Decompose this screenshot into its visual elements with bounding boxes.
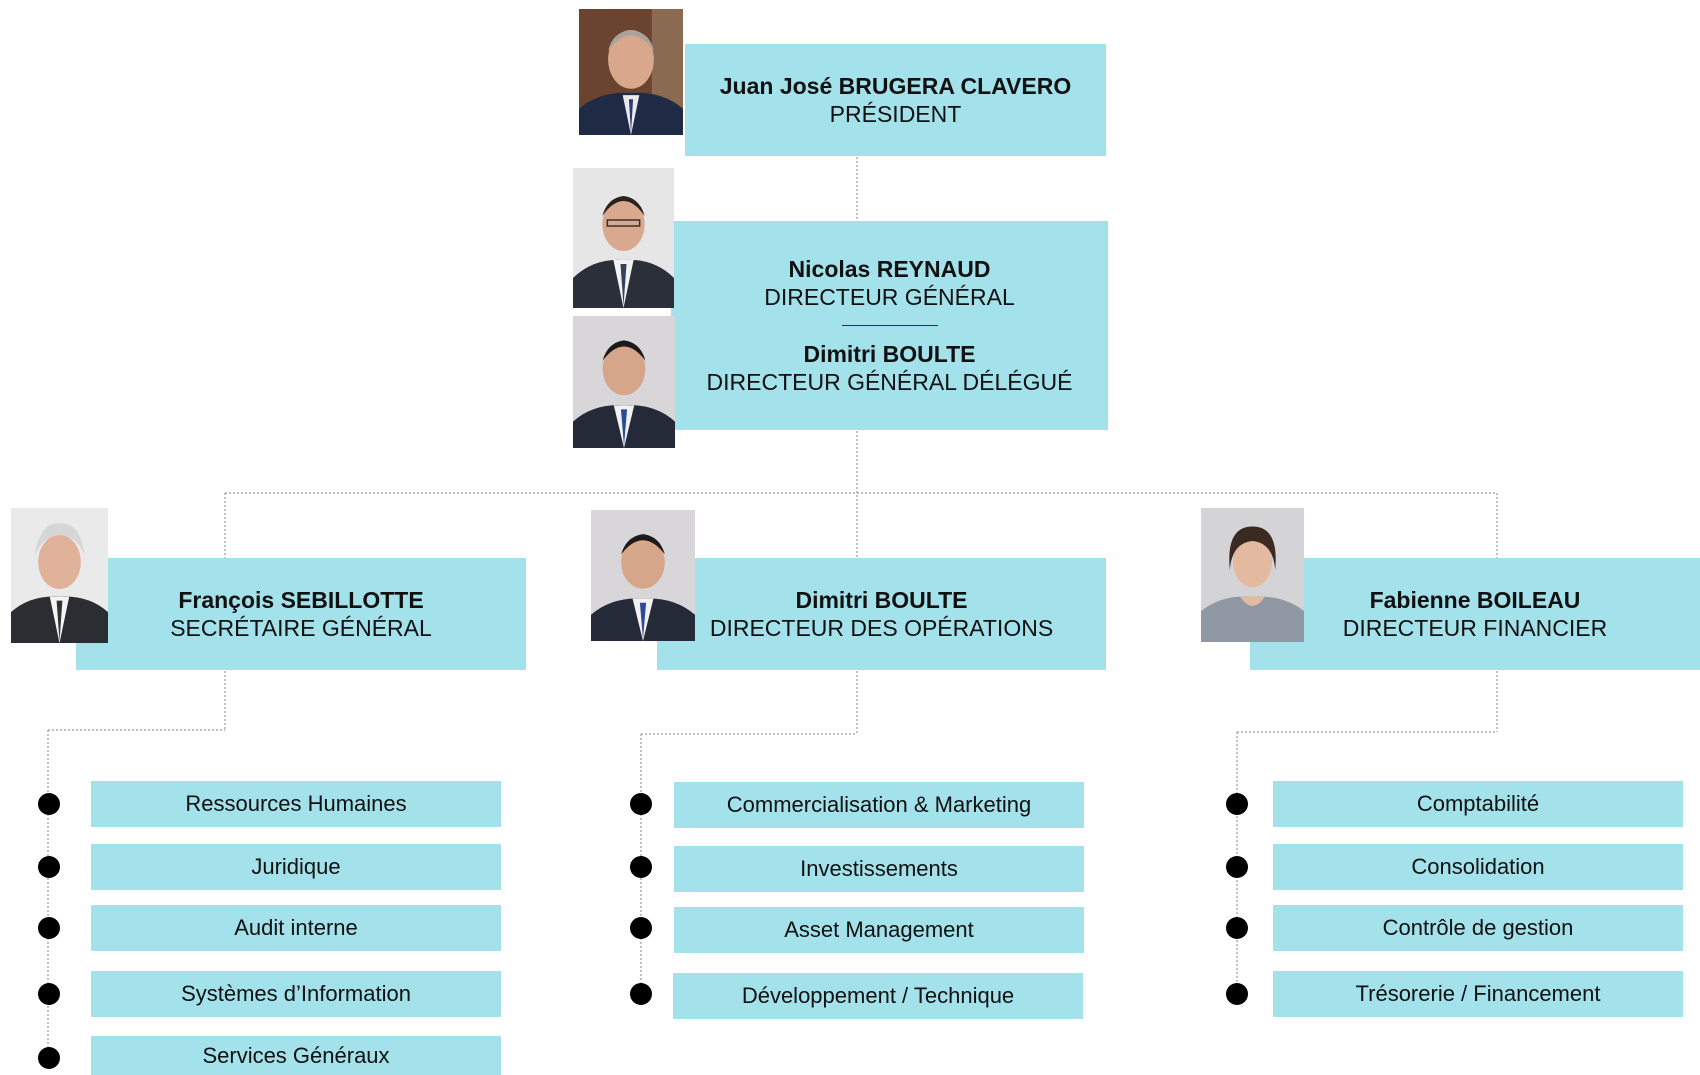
bullet-dot	[1226, 793, 1248, 815]
finance-name: Fabienne BOILEAU	[1369, 587, 1581, 613]
president-photo	[579, 9, 683, 135]
department-investissements: Investissements	[674, 846, 1084, 892]
finance-role: DIRECTEUR FINANCIER	[1342, 615, 1608, 641]
finance-photo	[1201, 508, 1304, 642]
bullet-dot	[38, 917, 60, 939]
bullet-dot	[1226, 856, 1248, 878]
bullet-dot	[38, 983, 60, 1005]
department-controle-gestion: Contrôle de gestion	[1273, 905, 1683, 951]
bullet-dot	[38, 856, 60, 878]
bullet-dot	[1226, 983, 1248, 1005]
bullet-dot	[630, 856, 652, 878]
dgd-photo	[573, 316, 675, 448]
operations-box: Dimitri BOULTE DIRECTEUR DES OPÉRATIONS	[657, 558, 1106, 670]
department-developpement-technique: Développement / Technique	[673, 973, 1083, 1019]
president-role: PRÉSIDENT	[829, 101, 962, 127]
secretary-name: François SEBILLOTTE	[178, 587, 424, 613]
direction-separator	[841, 325, 938, 326]
operations-name: Dimitri BOULTE	[795, 587, 968, 613]
department-consolidation: Consolidation	[1273, 844, 1683, 890]
department-tresorerie-financement: Trésorerie / Financement	[1273, 971, 1683, 1017]
bullet-dot	[38, 1047, 60, 1069]
dg-photo	[573, 168, 674, 308]
department-services-generaux: Services Généraux	[91, 1036, 501, 1075]
department-audit-interne: Audit interne	[91, 905, 501, 951]
secretary-role: SECRÉTAIRE GÉNÉRAL	[170, 615, 432, 641]
dg-role: DIRECTEUR GÉNÉRAL	[764, 284, 1015, 310]
department-ressources-humaines: Ressources Humaines	[91, 781, 501, 827]
dgd-role: DIRECTEUR GÉNÉRAL DÉLÉGUÉ	[706, 369, 1073, 395]
bullet-dot	[1226, 917, 1248, 939]
finance-box: Fabienne BOILEAU DIRECTEUR FINANCIER	[1250, 558, 1700, 670]
bullet-dot	[630, 793, 652, 815]
direction-box: Nicolas REYNAUD DIRECTEUR GÉNÉRAL Dimitr…	[671, 221, 1108, 430]
bullet-dot	[38, 793, 60, 815]
department-comptabilite: Comptabilité	[1273, 781, 1683, 827]
department-systemes-information: Systèmes d’Information	[91, 971, 501, 1017]
operations-role: DIRECTEUR DES OPÉRATIONS	[709, 615, 1054, 641]
dgd-name: Dimitri BOULTE	[803, 341, 976, 367]
bullet-dot	[630, 917, 652, 939]
department-commercialisation-marketing: Commercialisation & Marketing	[674, 782, 1084, 828]
department-juridique: Juridique	[91, 844, 501, 890]
dg-name: Nicolas REYNAUD	[788, 256, 991, 282]
department-asset-management: Asset Management	[674, 907, 1084, 953]
bullet-dot	[630, 983, 652, 1005]
president-name: Juan José BRUGERA CLAVERO	[719, 73, 1072, 99]
president-box: Juan José BRUGERA CLAVERO PRÉSIDENT	[685, 44, 1106, 156]
secretary-photo	[11, 508, 108, 643]
secretary-box: François SEBILLOTTE SECRÉTAIRE GÉNÉRAL	[76, 558, 526, 670]
operations-photo	[591, 510, 695, 641]
